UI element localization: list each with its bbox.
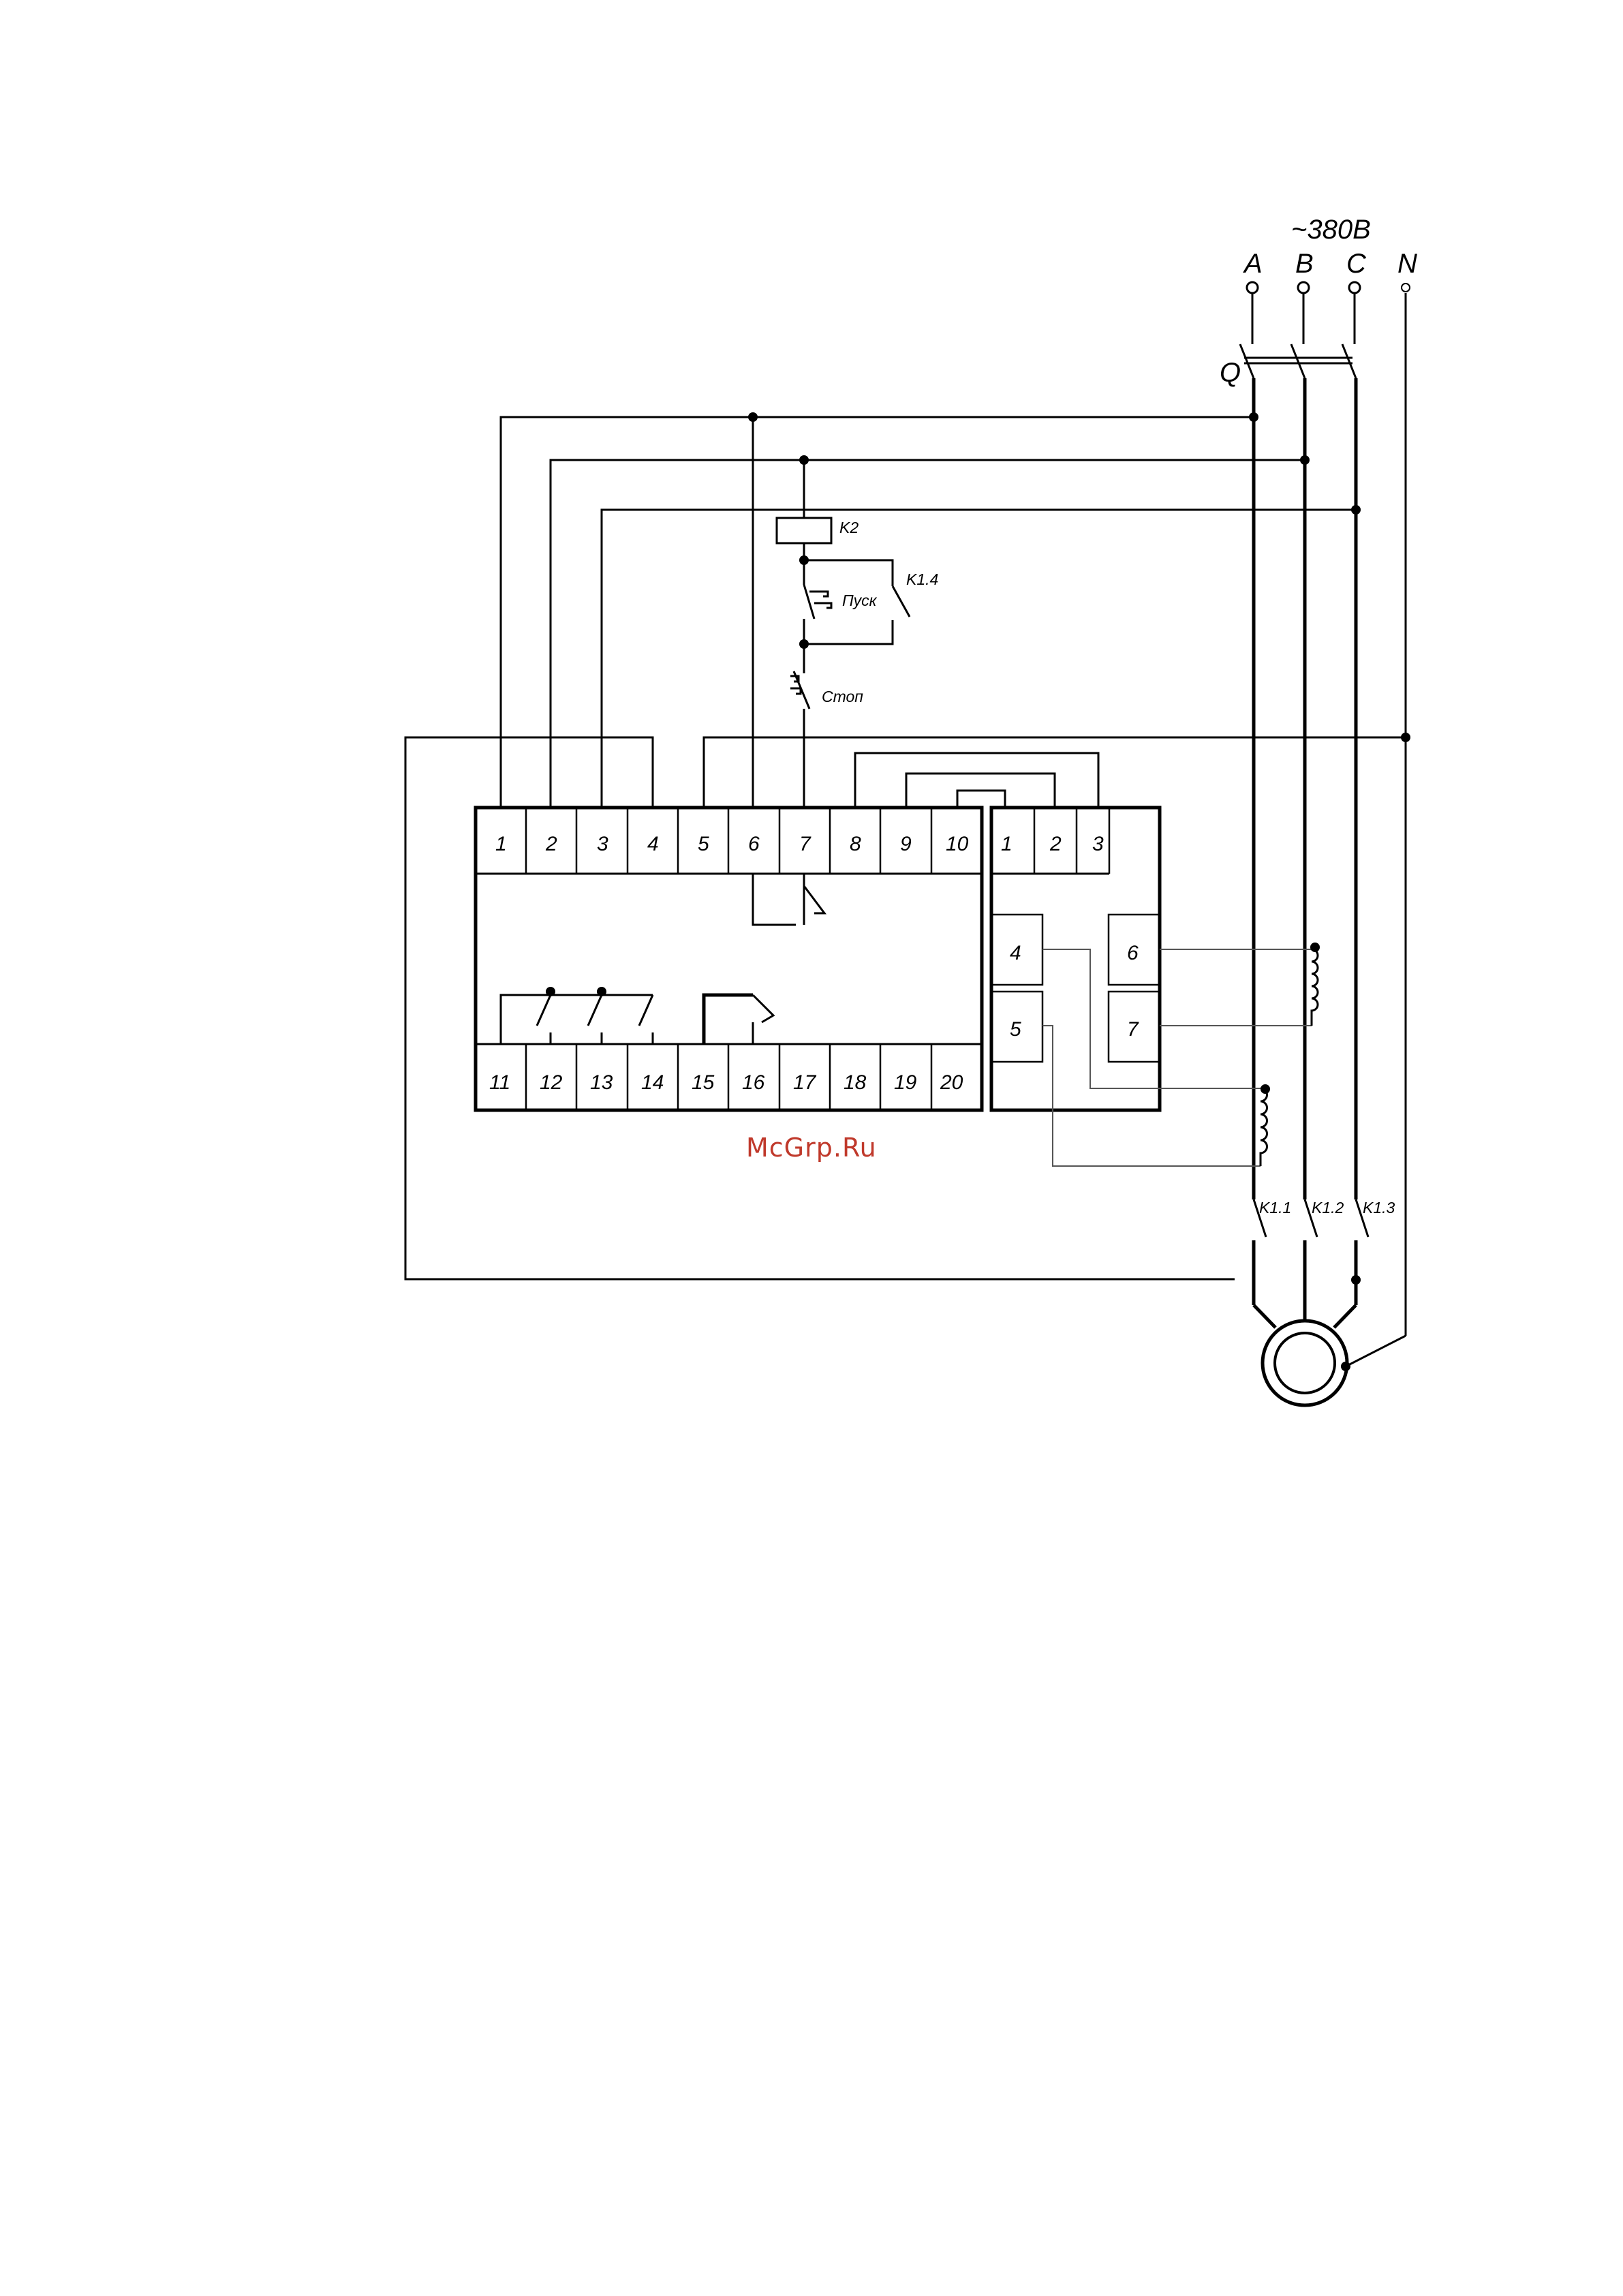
breaker-q-label: Q [1220,358,1241,388]
start-button [804,560,831,644]
relay-terminal-6: 6 [748,833,760,855]
ct-a-marker [1261,1084,1270,1094]
sensor-terminal-1: 1 [1001,833,1013,855]
relay-terminal-17: 17 [793,1071,817,1094]
motor [1254,1305,1406,1405]
wire-a-to-t1 [501,417,1254,808]
phase-n-label: N [1397,249,1417,279]
contact-k1-3-label: K1.3 [1363,1199,1395,1216]
contactor-k1 [1254,1199,1368,1326]
junction-neutral [1401,733,1410,742]
relay-terminal-10: 10 [946,833,969,855]
terminal-b [1298,282,1309,293]
relay-k2-label: K2 [839,519,859,536]
relay-terminal-8: 8 [850,833,861,855]
relay-terminal-16: 16 [742,1071,765,1094]
junction-b [1300,455,1310,465]
junction-motor-n [1341,1362,1350,1371]
relay-terminal-20: 20 [940,1071,963,1094]
sensor-terminal-4: 4 [1010,942,1021,964]
phase-c-label: C [1346,249,1367,279]
junction-t6 [748,412,758,422]
terminal-a [1247,282,1258,293]
contact-k1-4-label: K1.4 [906,570,938,588]
relay-terminal-1: 1 [495,833,507,855]
relay-terminal-7: 7 [799,833,812,855]
relay-terminal-5: 5 [698,833,709,855]
wire-b-to-t2 [551,460,1305,808]
junction-motor-c [1351,1275,1361,1285]
phase-a-label: A [1243,249,1263,279]
sensor-terminal-6: 6 [1127,942,1139,964]
relay-terminal-2: 2 [545,833,557,855]
relay-k2-coil [777,518,831,543]
junction-t12 [546,987,555,996]
junction-a [1249,412,1258,422]
current-transformer-b [1160,949,1318,1026]
relay-terminal-11: 11 [489,1071,510,1094]
junction-t13 [597,987,606,996]
sensor-terminal-2: 2 [1049,833,1062,855]
terminal-c [1349,282,1360,293]
sensor-terminal-5: 5 [1010,1018,1021,1041]
start-button-label: Пуск [842,592,878,609]
relay-terminal-9: 9 [900,833,912,855]
stop-button-label: Стоп [822,688,863,705]
stop-button [790,644,809,808]
contact-k1-2-label: K1.2 [1312,1199,1344,1216]
phase-b-label: B [1295,249,1314,279]
relay-terminal-14: 14 [641,1071,664,1094]
sensor-terminal-7: 7 [1127,1018,1139,1041]
bridge-t10-s1 [957,791,1005,808]
watermark: McGrp.Ru [746,1133,877,1163]
terminal-n [1402,284,1410,292]
relay-terminal-3: 3 [597,833,608,855]
relay-terminal-19: 19 [894,1071,917,1094]
contact-k1-1-label: K1.1 [1259,1199,1291,1216]
relay-terminal-18: 18 [844,1071,867,1094]
wire-c-to-t3 [602,510,1356,808]
ct-b-marker [1310,943,1320,952]
junction-c [1351,505,1361,515]
bridge-t8-s3 [855,753,1098,808]
relay-terminal-12: 12 [540,1071,563,1094]
supply-voltage-label: ~380B [1291,215,1371,245]
junction-control [799,455,809,465]
relay-terminal-4: 4 [647,833,659,855]
breaker-q [1240,293,1356,378]
relay-terminal-15: 15 [692,1071,715,1094]
sensor-terminal-3: 3 [1092,833,1104,855]
relay-terminal-13: 13 [590,1071,613,1094]
